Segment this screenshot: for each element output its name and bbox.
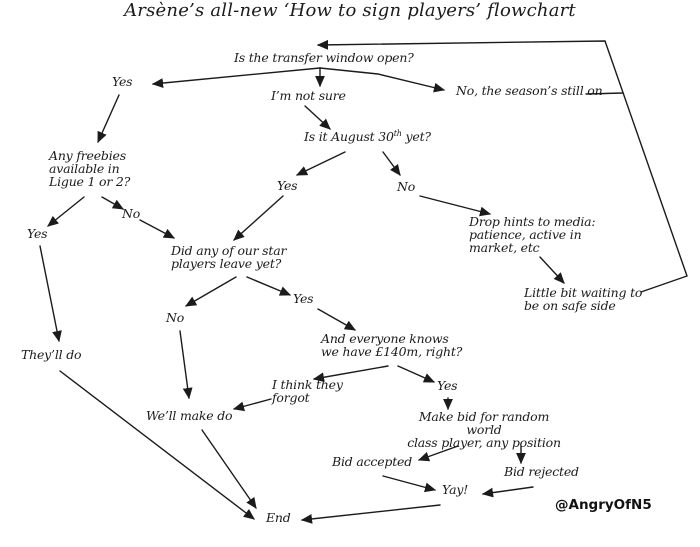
node-q-140: And everyone knows we have £140m, right? <box>321 331 463 359</box>
arrow-window-to-yes <box>151 67 321 88</box>
node-end: End <box>266 510 291 525</box>
arrow-140-to-yes <box>397 365 436 383</box>
q-august-suffix: yet? <box>401 129 432 144</box>
arrow-theylldo-to-end <box>59 370 255 520</box>
arrow-yes-to-freebies <box>97 94 120 144</box>
node-q-august: Is it August 30th yet? <box>304 128 432 144</box>
node-make-bid: Make bid for random world class player, … <box>407 409 561 450</box>
node-yes-star: Yes <box>293 291 314 306</box>
node-yes-140: Yes <box>437 378 458 393</box>
arrow-august-to-no <box>382 151 401 176</box>
arrow-freebies-to-no <box>101 196 124 210</box>
node-little-bit: Little bit waiting to be on safe side <box>524 285 643 313</box>
node-no-freebies: No <box>122 206 141 221</box>
node-i-think: I think they forgot <box>272 377 343 405</box>
arrow-freebies-to-yes <box>47 196 85 227</box>
loopback-line <box>316 39 688 293</box>
arrow-yay-to-end <box>300 504 441 524</box>
node-q-star: Did any of our star players leave yet? <box>171 243 287 271</box>
arrow-wellmake-to-end <box>201 429 257 509</box>
node-yes-freebies: Yes <box>27 226 48 241</box>
node-theyll-do: They’ll do <box>21 347 82 362</box>
arrow-yesmid-to-star <box>233 195 284 241</box>
node-yes-august: Yes <box>277 178 298 193</box>
author-credit: @AngryOfN5 <box>555 497 652 513</box>
chart-title: Arsène’s all-new ‘How to sign players’ f… <box>124 0 576 21</box>
node-drop-hints: Drop hints to media: patience, active in… <box>469 214 596 255</box>
node-q-window: Is the transfer window open? <box>234 50 414 65</box>
node-bid-accepted: Bid accepted <box>332 454 413 469</box>
node-no-star: No <box>166 310 185 325</box>
arrow-yesstar-to-140 <box>317 308 356 331</box>
arrow-rejected-to-yay <box>481 486 534 498</box>
arrow-august-to-yes <box>295 151 346 176</box>
q-august-superscript: th <box>393 128 402 138</box>
node-yay: Yay! <box>442 482 469 497</box>
q-august-text: Is it August 30 <box>304 129 394 144</box>
node-not-sure: I’m not sure <box>271 88 346 103</box>
noseason-loop-connector <box>585 92 624 95</box>
arrow-makebid-to-accepted <box>417 445 459 462</box>
arrow-140-to-ithink <box>312 365 389 383</box>
node-no-august: No <box>397 179 416 194</box>
arrow-star-to-yes <box>246 276 292 296</box>
arrow-drophints-to-littlebit <box>539 256 565 284</box>
arrow-star-to-no <box>185 276 237 307</box>
arrow-no-to-star <box>139 219 175 239</box>
arrow-ithink-to-wellmake <box>232 398 272 412</box>
arrow-yes-to-theylldo <box>39 245 62 343</box>
arrow-notsure-to-august <box>304 105 331 130</box>
arrow-accepted-to-yay <box>382 475 437 493</box>
node-bid-rejected: Bid rejected <box>504 464 579 479</box>
node-well-make-do: We’ll make do <box>146 408 233 423</box>
node-yes-top: Yes <box>112 74 133 89</box>
arrow-window-to-noseason <box>319 67 446 93</box>
node-no-season: No, the season’s still on <box>456 83 603 98</box>
node-freebies: Any freebies available in Ligue 1 or 2? <box>49 148 131 189</box>
arrow-nostar-to-wellmake <box>179 330 193 400</box>
arrow-nomid-to-drophints <box>419 195 492 217</box>
